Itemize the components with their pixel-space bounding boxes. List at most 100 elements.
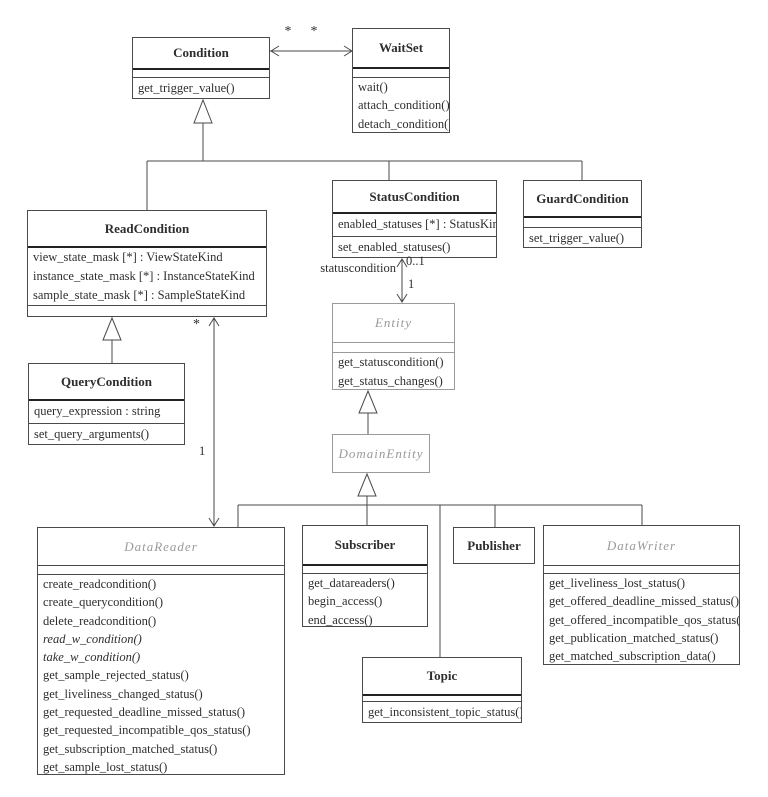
operation-row: get_trigger_value() <box>138 81 235 95</box>
arrowhead-down <box>208 517 220 527</box>
attribute-row: instance_state_mask [*] : InstanceStateK… <box>33 269 255 283</box>
class-waitset: WaitSet wait() attach_condition() detach… <box>352 28 450 133</box>
attributes-compartment: enabled_statuses [*] : StatusKind <box>333 214 496 237</box>
arrowhead-left <box>270 45 280 57</box>
multiplicity-label: * <box>193 317 200 332</box>
operation-row: get_sample_rejected_status() <box>43 668 189 683</box>
operation-row: get_requested_deadline_missed_status() <box>43 705 246 720</box>
attribute-row: query_expression : string <box>34 404 161 418</box>
operation-row: create_readcondition() <box>43 577 157 591</box>
attributes-compartment <box>353 69 449 78</box>
operation-row: get_sample_lost_status() <box>43 759 168 774</box>
class-title: Subscriber <box>303 526 427 566</box>
attributes-compartment <box>363 696 521 702</box>
class-publisher: Publisher <box>453 527 535 564</box>
class-statuscondition: StatusCondition enabled_statuses [*] : S… <box>332 180 497 258</box>
class-datareader: DataReader create_readcondition() create… <box>37 527 285 775</box>
class-title: StatusCondition <box>333 181 496 214</box>
class-querycondition: QueryCondition query_expression : string… <box>28 363 185 445</box>
attributes-compartment <box>133 70 269 78</box>
operations-compartment: wait() attach_condition() detach_conditi… <box>353 78 449 133</box>
attributes-compartment: view_state_mask [*] : ViewStateKind inst… <box>28 248 266 306</box>
attributes-compartment <box>333 343 454 353</box>
multiplicity-label: 1 <box>408 277 415 291</box>
multiplicity-label: 1 <box>199 444 206 458</box>
generalization-triangle <box>193 98 213 124</box>
association-readcondition-datareader <box>208 317 220 527</box>
class-title: DomainEntity <box>338 445 424 461</box>
operations-compartment: set_enabled_statuses() <box>333 237 496 259</box>
class-title: Publisher <box>467 537 521 553</box>
operation-row: detach_condition() <box>358 116 449 131</box>
operation-row: set_enabled_statuses() <box>338 240 451 254</box>
operation-row: set_query_arguments() <box>34 427 150 441</box>
operation-row: get_datareaders() <box>308 576 395 590</box>
operation-row: read_w_condition() <box>43 631 142 646</box>
operation-row: set_trigger_value() <box>529 231 625 245</box>
arrowhead-right <box>343 45 353 57</box>
class-title: GuardCondition <box>524 181 641 218</box>
operation-row: get_statuscondition() <box>338 355 444 369</box>
operation-row: end_access() <box>308 612 373 627</box>
attributes-compartment <box>524 218 641 228</box>
operation-row: take_w_condition() <box>43 650 141 665</box>
generalization-triangle <box>102 316 122 341</box>
generalization-triangle <box>358 389 378 414</box>
multiplicity-label: * <box>284 24 292 39</box>
class-title: Entity <box>333 304 454 343</box>
class-title: WaitSet <box>353 29 449 69</box>
generalization-querycondition-readcondition <box>102 316 122 363</box>
operation-row: create_querycondition() <box>43 595 164 610</box>
class-title: DataWriter <box>544 526 739 566</box>
class-datawriter: DataWriter get_liveliness_lost_status() … <box>543 525 740 665</box>
operations-compartment: create_readcondition() create_querycondi… <box>38 575 284 776</box>
association-role-label: statuscondition <box>320 261 396 275</box>
operation-row: get_liveliness_changed_status() <box>43 686 203 701</box>
operations-compartment: set_trigger_value() <box>524 228 641 249</box>
class-title: DataReader <box>38 528 284 566</box>
association-condition-waitset <box>270 45 353 57</box>
operations-compartment <box>28 306 266 317</box>
operations-compartment: get_trigger_value() <box>133 78 269 100</box>
class-guardcondition: GuardCondition set_trigger_value() <box>523 180 642 248</box>
class-condition: Condition get_trigger_value() <box>132 37 270 99</box>
operation-row: get_inconsistent_topic_status() <box>368 705 521 719</box>
operation-row: get_matched_subscription_data() <box>549 649 716 664</box>
class-entity: Entity get_statuscondition() get_status_… <box>332 303 455 390</box>
operation-row: get_status_changes() <box>338 374 443 388</box>
class-subscriber: Subscriber get_datareaders() begin_acces… <box>302 525 428 627</box>
class-topic: Topic get_inconsistent_topic_status() <box>362 657 522 723</box>
operations-compartment: set_query_arguments() <box>29 424 184 446</box>
operation-row: attach_condition() <box>358 98 449 113</box>
operations-compartment: get_liveliness_lost_status() get_offered… <box>544 574 739 665</box>
generalization-entity-domainentity <box>358 389 378 434</box>
attributes-compartment: query_expression : string <box>29 401 184 424</box>
operations-compartment: get_inconsistent_topic_status() <box>363 702 521 723</box>
class-title: Topic <box>363 658 521 696</box>
operation-row: get_requested_incompatible_qos_status() <box>43 723 251 738</box>
class-title: QueryCondition <box>29 364 184 401</box>
attributes-compartment <box>38 566 284 575</box>
generalization-triangle <box>357 472 377 497</box>
multiplicity-label: * <box>310 24 318 39</box>
operation-row: begin_access() <box>308 594 383 609</box>
operation-row: delete_readcondition() <box>43 613 157 628</box>
attributes-compartment <box>544 566 739 574</box>
class-readcondition: ReadCondition view_state_mask [*] : View… <box>27 210 267 317</box>
operation-row: get_subscription_matched_status() <box>43 741 218 756</box>
multiplicity-label: 0..1 <box>406 254 425 268</box>
attributes-compartment <box>303 566 427 574</box>
operation-row: wait() <box>358 80 388 94</box>
class-title: ReadCondition <box>28 211 266 248</box>
operation-row: get_offered_deadline_missed_status() <box>549 594 739 609</box>
arrowhead-down <box>396 293 408 303</box>
operation-row: get_offered_incompatible_qos_status() <box>549 612 739 627</box>
attribute-row: view_state_mask [*] : ViewStateKind <box>33 250 223 264</box>
class-domainentity: DomainEntity <box>332 434 430 473</box>
operations-compartment: get_statuscondition() get_status_changes… <box>333 353 454 391</box>
arrowhead-up <box>208 317 220 327</box>
attribute-row: sample_state_mask [*] : SampleStateKind <box>33 288 246 302</box>
operation-row: get_publication_matched_status() <box>549 630 719 645</box>
operations-compartment: get_datareaders() begin_access() end_acc… <box>303 574 427 629</box>
